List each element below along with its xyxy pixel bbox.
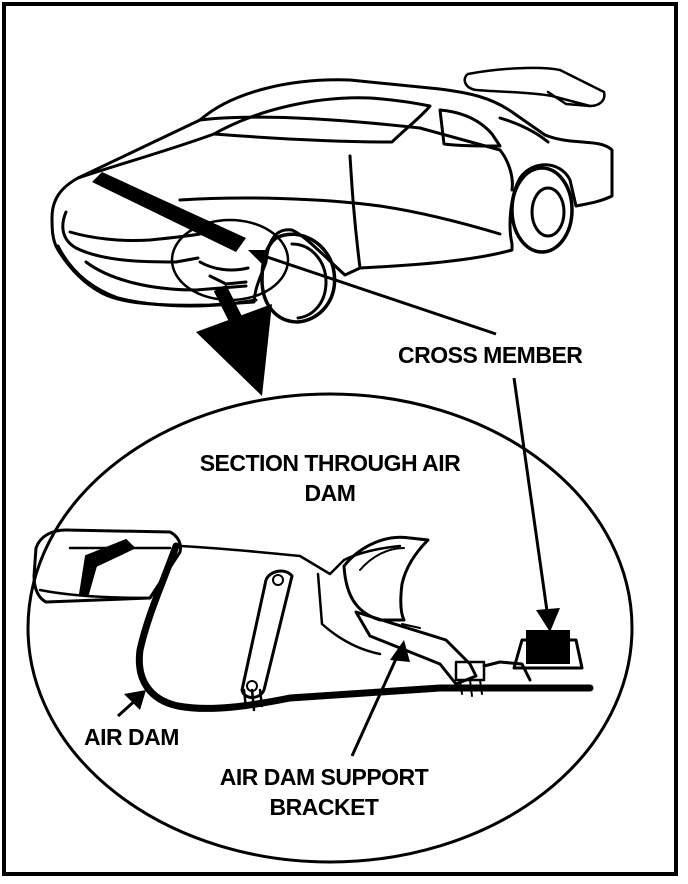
cross-member-section [342,535,430,622]
support-bracket-label-line1: AIR DAM SUPPORT [219,764,429,790]
air-dam-label: AIR DAM [84,724,179,750]
support-bracket-label-line2: BRACKET [269,794,379,820]
car-illustration [50,66,614,324]
support-bracket-label: AIR DAM SUPPORT BRACKET [190,762,458,822]
bracket-leader [350,649,402,757]
bracket-link [240,569,294,699]
car-side-window [438,108,502,148]
cross-member-block-outline [512,638,584,670]
fastener-left [242,688,264,712]
front-wheel [260,232,337,324]
car-door-line [348,154,362,270]
support-bracket [354,610,478,686]
car-air-dam [56,244,258,308]
cross-member-bar [92,172,246,252]
section-ellipse [26,392,634,864]
cross-member-leader-bottom [512,377,550,619]
section-title-line2: DAM [304,480,356,506]
section-title: SECTION THROUGH AIR DAM [160,448,500,508]
rear-wheel [510,166,574,254]
bumper-fascia [32,528,182,604]
section-detail [32,528,594,712]
figure-border [2,2,678,876]
cross-member-label: CROSS MEMBER [398,342,583,368]
car-hood-line [76,132,216,180]
car-windshield [212,96,432,144]
cross-member-block [526,630,570,664]
car-spoiler [463,66,606,108]
bumper-inner-dark [79,539,135,595]
car-rear-window [498,116,550,144]
air-dam-section [135,542,594,712]
zoom-arrow [196,284,272,396]
car-roofline [198,115,514,192]
cross-member-leader-top [257,252,497,336]
section-title-line1: SECTION THROUGH AIR [199,450,461,476]
car-grille [61,210,200,264]
